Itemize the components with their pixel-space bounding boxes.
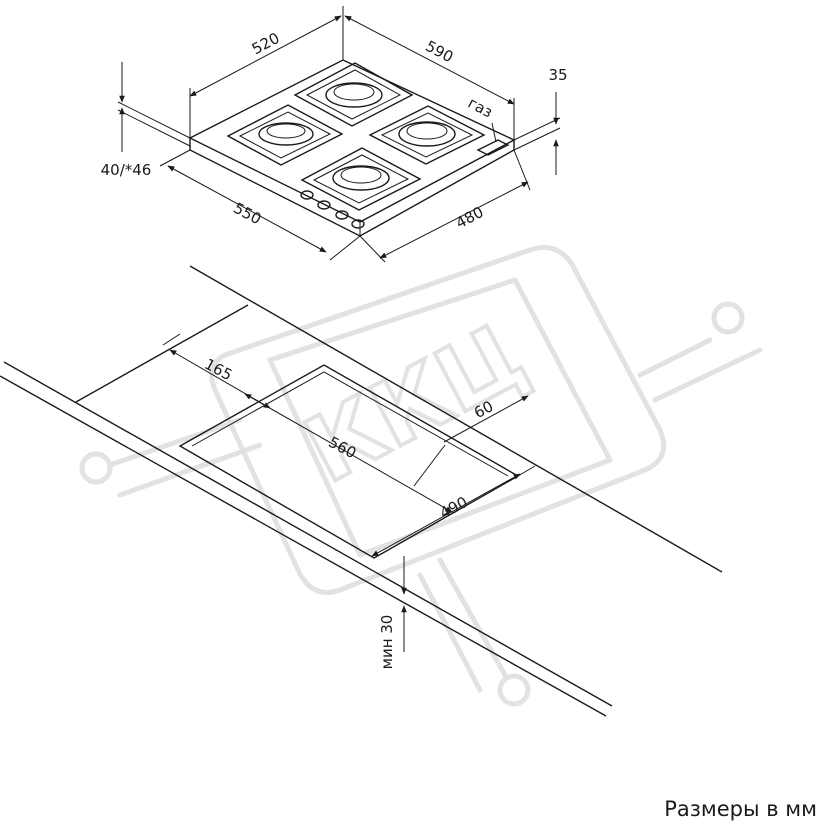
cutout-dimension-lines [162,333,536,652]
burner-front [300,147,422,211]
countertop [0,265,723,717]
burner-back [293,62,414,127]
burner-left [226,104,344,166]
watermark-logo: ККЦ [79,245,763,707]
dim-min-30: мин 30 [378,615,396,670]
dim-590: 590 [422,37,456,66]
dim-40-46: 40/*46 [101,161,152,179]
gas-label: газ [465,94,496,122]
dim-550: 550 [230,199,264,228]
units-note: Размеры в мм [664,797,817,821]
dim-520: 520 [249,29,283,58]
dim-35: 35 [548,66,567,84]
dim-480: 480 [453,203,487,232]
burner-right [368,105,486,165]
gas-connector [476,122,510,156]
hob-dimension-lines [117,6,561,263]
dim-165: 165 [201,355,235,384]
